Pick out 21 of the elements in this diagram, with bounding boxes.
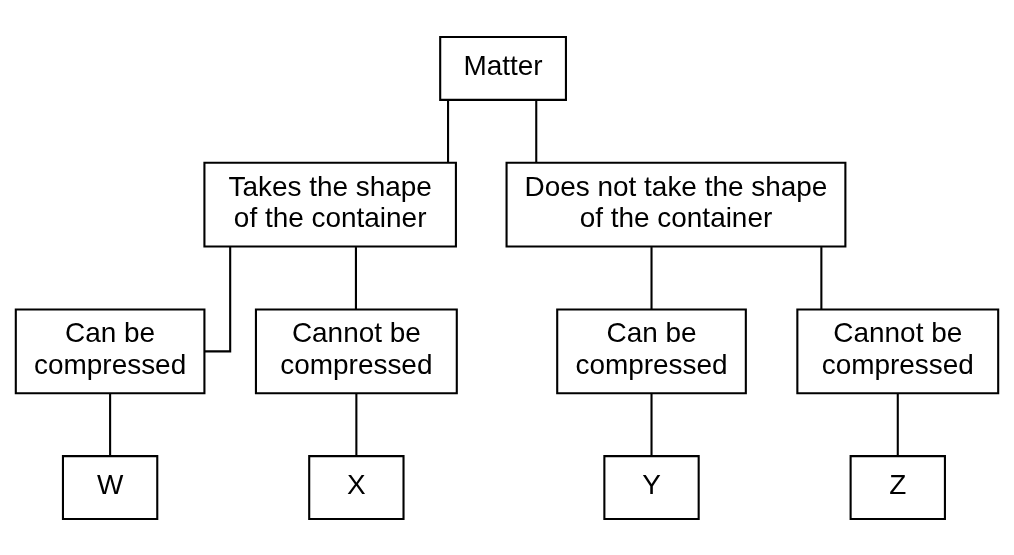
connector: [650, 393, 653, 456]
node-box: Can be compressed: [14, 307, 206, 394]
connector: [447, 99, 450, 162]
connector: [820, 246, 823, 309]
connector: [535, 99, 538, 162]
node-box: Can be compressed: [556, 307, 747, 394]
node-box: Z: [849, 454, 946, 520]
node-box: Cannot be compressed: [796, 307, 1000, 394]
node-box: Matter: [439, 35, 567, 101]
connector: [650, 246, 653, 309]
connector: [354, 246, 357, 309]
connector: [109, 393, 112, 456]
connector: [204, 246, 232, 352]
node-box: X: [308, 454, 405, 520]
node-box: W: [61, 454, 159, 520]
node-box: Does not take the shape of the container: [505, 161, 847, 248]
connector: [355, 393, 358, 456]
node-box: Y: [603, 454, 700, 520]
node-box: Takes the shape of the container: [203, 161, 457, 248]
connector: [896, 393, 899, 456]
node-box: Cannot be compressed: [254, 307, 458, 394]
